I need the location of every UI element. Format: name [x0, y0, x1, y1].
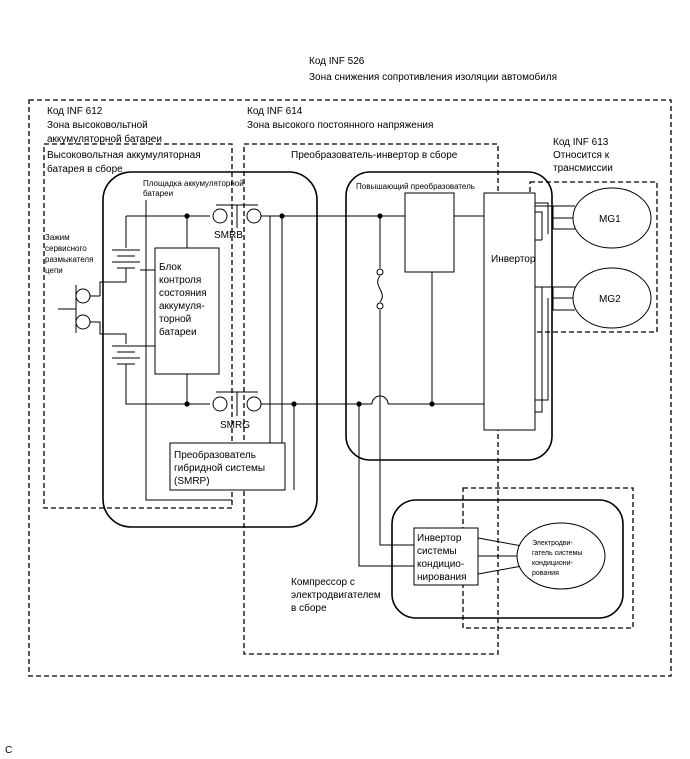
battery-plate-line: [145, 200, 232, 501]
fuse-terminal: [376, 268, 384, 276]
battery-plate-label-line2: батареи: [143, 189, 173, 198]
wire-to-smrg: [125, 364, 210, 405]
zone-inf613-border: [529, 181, 658, 333]
battery-assembly-title-line1: Высоковольтная аккумуляторная: [47, 150, 201, 161]
ac-inverter-label-line1: Инвертор: [417, 533, 462, 544]
wire-to-ac-inverter: [379, 310, 414, 546]
mg1-label: MG1: [599, 214, 621, 225]
zone-inf526-code: Код INF 526: [309, 56, 365, 67]
ac-inverter-label-line4: нирования: [417, 572, 467, 583]
battery-ecu-label-line6: батареи: [159, 326, 197, 338]
service-plug-label-line1: Зажим: [45, 233, 70, 242]
smrp-label-line1: Преобразователь: [174, 449, 256, 461]
zone-inf613-name-line2: трансмиссии: [553, 163, 613, 174]
ac-inverter-label-line2: системы: [417, 546, 457, 557]
smrb-contact: [246, 208, 262, 224]
fuse-icon: [377, 275, 383, 303]
mg2-motor: [572, 267, 652, 329]
battery-ecu-label-line5: торной: [159, 314, 191, 325]
ac-motor: [516, 522, 606, 590]
inverter-assembly-enclosure: [345, 171, 553, 461]
smrg-contact: [246, 396, 262, 412]
zone-inf613-code: Код INF 613: [553, 137, 609, 148]
junction-dot: [184, 213, 190, 219]
smrb-contact: [212, 208, 228, 224]
service-plug-contact: [75, 288, 91, 304]
inverter-label: Инвертор: [491, 254, 536, 265]
battery-ecu-label-line2: контроля: [159, 275, 201, 286]
zone-inf614-code: Код INF 614: [247, 106, 303, 117]
battery-ecu-label-line3: состояния: [159, 288, 207, 299]
ac-inverter-box: [413, 527, 479, 586]
wire-to-ac-inverter-neg: [358, 404, 414, 567]
zone-ac-motor-border: [462, 487, 634, 629]
battery-assembly-title-line2: батарея в сборе: [47, 163, 123, 175]
ac-motor-label-line2: гатель системы: [532, 550, 582, 557]
battery-ecu-label-line1: Блок: [159, 262, 182, 273]
compressor-label-line1: Компрессор с: [291, 577, 355, 588]
junction-dot: [291, 401, 297, 407]
service-plug-label-line2: сервисного: [45, 244, 87, 253]
wire-from-service-plug: [90, 321, 127, 344]
ac-motor-label-line1: Электродви-: [532, 540, 573, 547]
zone-inf612-code: Код INF 612: [47, 106, 103, 117]
service-plug-label-line4: цепи: [45, 266, 63, 275]
compressor-label-line2: электродвигателем: [291, 590, 381, 601]
ac-motor-label-line4: рования: [532, 570, 559, 577]
zone-inf613-name-line1: Относится к: [553, 150, 610, 161]
inverter-box: [483, 192, 536, 431]
compressor-label-line3: в сборе: [291, 602, 327, 614]
battery-assembly-enclosure: [102, 171, 318, 528]
smrg-contact: [212, 396, 228, 412]
battery-plate-label-line1: Площадка аккумуляторной: [143, 179, 244, 188]
battery-ecu-label-line4: аккумуля-: [159, 301, 205, 312]
mg1-motor: [572, 187, 652, 249]
compressor-enclosure: [391, 499, 624, 619]
smrp-box: [169, 442, 286, 491]
wire-to-service-plug: [99, 268, 127, 296]
zone-inf612-name-line1: Зона высоковольтной: [47, 120, 148, 131]
corner-mark: C: [5, 745, 12, 756]
ac-motor-label-line3: кондициони-: [532, 560, 573, 567]
junction-dot: [279, 213, 285, 219]
smrb-label: SMRB: [214, 230, 243, 241]
zone-inf526-name: Зона снижения сопротивления изоляции авт…: [309, 71, 557, 83]
zone-inf526-border: [28, 99, 672, 677]
service-plug-label-line3: размыкателя: [45, 255, 93, 264]
inverter-assembly-title: Преобразователь-инвертор в сборе: [291, 149, 458, 161]
junction-dot: [184, 401, 190, 407]
zone-inf614-name: Зона высокого постоянного напряжения: [247, 120, 433, 131]
boost-converter-box: [404, 192, 455, 273]
smrg-label: SMRG: [220, 420, 250, 431]
zone-inf612-name-line2: аккумуляторной батареи: [47, 133, 162, 145]
zone-battery-assembly-border: [43, 143, 233, 509]
ac-inverter-label-line3: кондицио-: [417, 559, 464, 570]
mg2-label: MG2: [599, 294, 621, 305]
service-plug-contact: [75, 314, 91, 330]
battery-ecu-box: [154, 247, 220, 375]
fuse-terminal: [376, 302, 384, 310]
boost-converter-label: Повышающий преобразователь: [356, 182, 475, 191]
smrp-label-line2: гибридной системы: [174, 462, 265, 474]
smrp-label-line3: (SMRP): [174, 476, 210, 487]
